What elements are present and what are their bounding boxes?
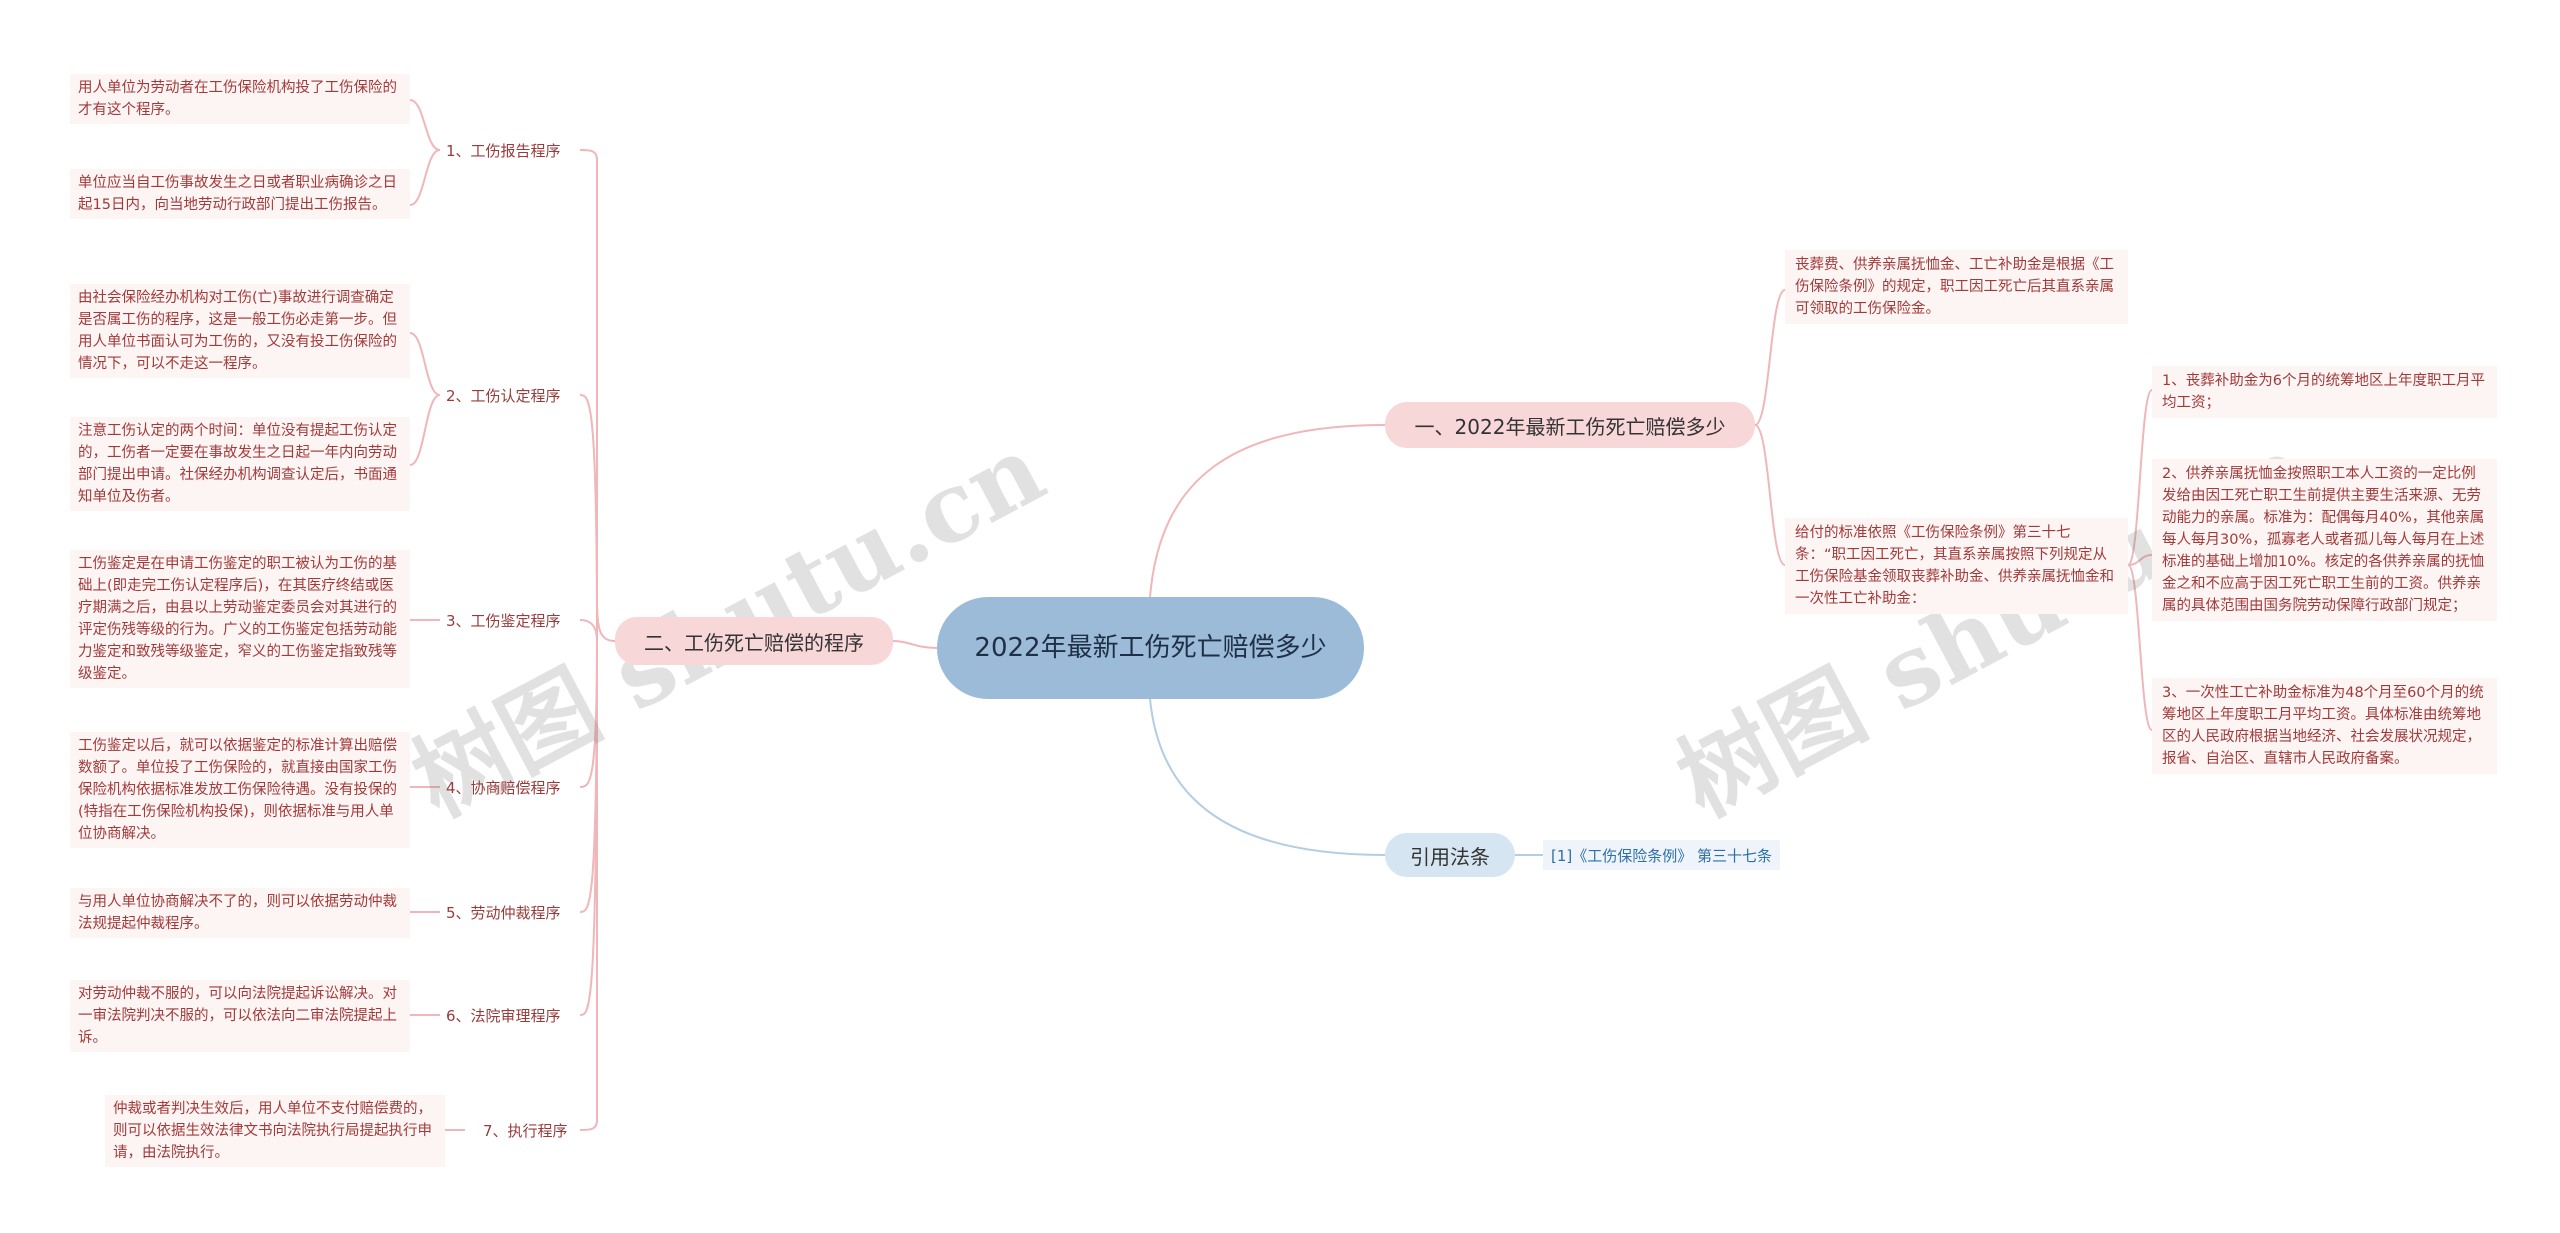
leaf-report-2: 单位应当自工伤事故发生之日或者职业病确诊之日起15日内，向当地劳动行政部门提出工… xyxy=(70,169,410,219)
branch-compensation-amount[interactable]: 一、2022年最新工伤死亡赔偿多少 xyxy=(1385,402,1755,448)
leaf-funeral-subsidy: 1、丧葬补助金为6个月的统筹地区上年度职工月平均工资； xyxy=(2152,366,2497,418)
leaf-lump-sum-subsidy: 3、一次性工亡补助金标准为48个月至60个月的统筹地区上年度职工月平均工资。具体… xyxy=(2152,678,2497,774)
label-injury-appraisal[interactable]: 3、工伤鉴定程序 xyxy=(446,611,561,630)
branch-procedure[interactable]: 二、工伤死亡赔偿的程序 xyxy=(615,617,893,665)
branch-cited-law[interactable]: 引用法条 xyxy=(1385,833,1515,877)
leaf-dependent-pension: 2、供养亲属抚恤金按照职工本人工资的一定比例发给由因工死亡职工生前提供主要生活来… xyxy=(2152,459,2497,621)
link-root-left xyxy=(892,640,938,649)
leaf-appraisal-1: 工伤鉴定是在申请工伤鉴定的职工被认为工伤的基础上(即走完工伤认定程序后)，在其医… xyxy=(70,550,410,688)
leaf-report-1: 用人单位为劳动者在工伤保险机构投了工伤保险的才有这个程序。 xyxy=(70,74,410,124)
leaf-recognition-1: 由社会保险经办机构对工伤(亡)事故进行调查确定是否属工伤的程序，这是一般工伤必走… xyxy=(70,284,410,378)
label-negotiation[interactable]: 4、协商赔偿程序 xyxy=(446,778,561,797)
label-arbitration[interactable]: 5、劳动仲裁程序 xyxy=(446,903,561,922)
link-root-right2 xyxy=(1149,698,1386,856)
link-root-right1 xyxy=(1149,424,1386,598)
label-court-trial[interactable]: 6、法院审理程序 xyxy=(446,1006,561,1025)
leaf-arbitration-1: 与用人单位协商解决不了的，则可以依据劳动仲裁法规提起仲裁程序。 xyxy=(70,888,410,938)
citation-link[interactable]: [1]《工伤保险条例》 第三十七条 xyxy=(1543,840,1781,870)
leaf-court-1: 对劳动仲裁不服的，可以向法院提起诉讼解决。对一审法院判决不服的，可以依法向二审法… xyxy=(70,980,410,1052)
leaf-recognition-2: 注意工伤认定的两个时间：单位没有提起工伤认定的，工伤者一定要在事故发生之日起一年… xyxy=(70,417,410,511)
leaf-compensation-intro: 丧葬费、供养亲属抚恤金、工亡补助金是根据《工伤保险条例》的规定，职工因工死亡后其… xyxy=(1785,250,2128,324)
leaf-execution-1: 仲裁或者判决生效后，用人单位不支付赔偿费的，则可以依据生效法律文书向法院执行局提… xyxy=(105,1095,445,1167)
label-injury-report[interactable]: 1、工伤报告程序 xyxy=(446,141,561,160)
root-node[interactable]: 2022年最新工伤死亡赔偿多少 xyxy=(937,597,1364,699)
leaf-compensation-standard: 给付的标准依照《工伤保险条例》第三十七条：“职工因工死亡，其直系亲属按照下列规定… xyxy=(1785,518,2128,614)
label-execution[interactable]: 7、执行程序 xyxy=(483,1121,568,1140)
label-injury-recognition[interactable]: 2、工伤认定程序 xyxy=(446,386,561,405)
leaf-negotiation-1: 工伤鉴定以后，就可以依据鉴定的标准计算出赔偿数额了。单位投了工伤保险的，就直接由… xyxy=(70,732,410,848)
link-left-trunk xyxy=(596,599,616,642)
